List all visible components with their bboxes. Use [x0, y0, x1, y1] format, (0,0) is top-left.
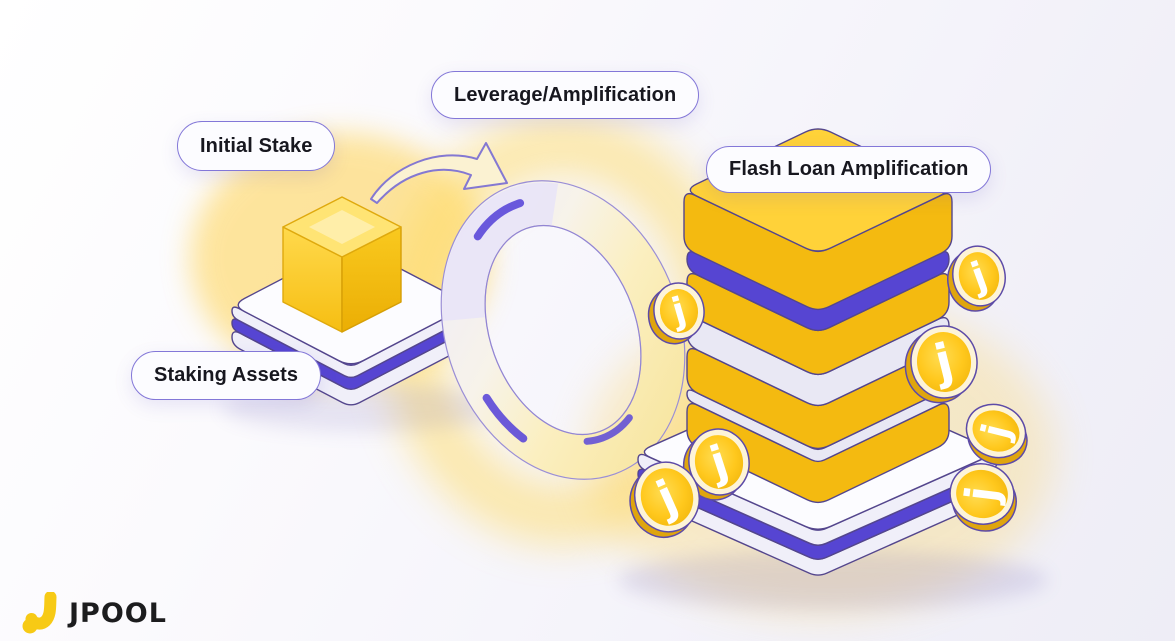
initial-stake-cube: [282, 196, 402, 333]
flash-loan-stack: [637, 128, 999, 576]
jpool-coin: j: [949, 463, 1017, 532]
coin-symbol: j: [956, 483, 1009, 506]
jpool-logo-icon: [22, 592, 57, 634]
jpool-logo-text: JPOOL: [69, 597, 167, 629]
jpool-coin: j: [947, 245, 1006, 312]
badge-label: Leverage/Amplification: [454, 83, 677, 106]
badge-staking-assets: Staking Assets: [131, 351, 322, 400]
badge-label: Initial Stake: [200, 134, 313, 157]
jpool-coin: j: [904, 325, 978, 404]
badge-label: Flash Loan Amplification: [729, 158, 969, 180]
badge-initial-stake: Initial Stake: [177, 121, 336, 171]
badge-flash-loan-amplification: Flash Loan Amplification: [706, 146, 992, 193]
jpool-coin: j: [682, 428, 750, 501]
badge-leverage-amplification: Leverage/Amplification: [431, 71, 700, 119]
jpool-coin: j: [965, 403, 1028, 466]
jpool-coin: j: [647, 282, 705, 345]
jpool-coin: j: [629, 461, 700, 539]
curved-arrow-icon: [370, 142, 508, 204]
jpool-logo: JPOOL: [22, 592, 167, 634]
shadow: [618, 550, 1048, 610]
badge-label: Staking Assets: [154, 364, 299, 386]
